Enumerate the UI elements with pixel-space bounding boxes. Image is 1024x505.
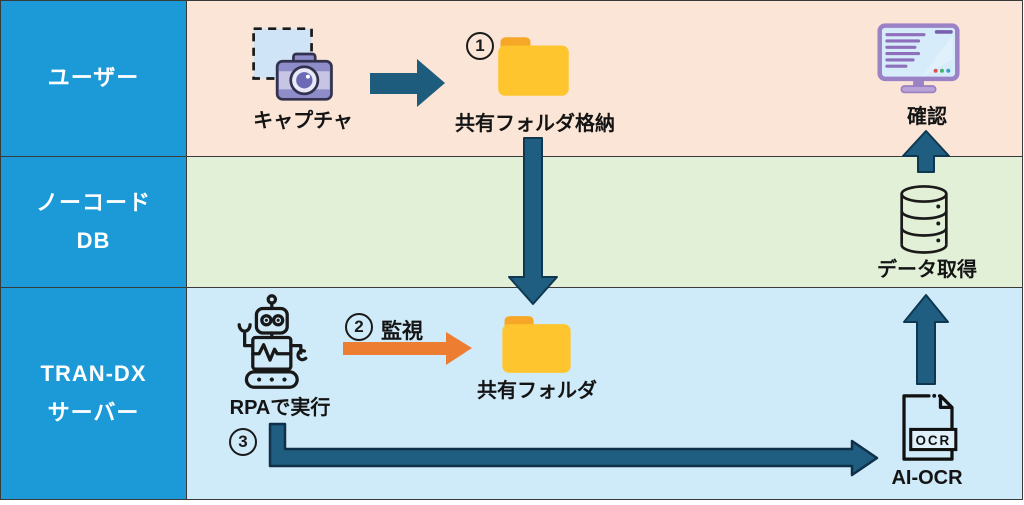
step-1-number: 1 [475,36,485,55]
lane-header-user-label: ユーザー [47,65,140,91]
lane-band-nocode-db [186,155,1023,289]
folder-store-label: 共有フォルダ格納 [455,113,615,135]
lane-header-nocode-line2: DB [76,228,111,253]
folder-icon [498,37,569,96]
lane-header-trandx-line2: サーバー [47,399,140,425]
lane-header-user: ユーザー [0,0,187,157]
confirm-label: 確認 [907,106,947,128]
screen-capture-camera-icon [252,27,333,101]
lane-header-nocode-db: ノーコード DB [0,155,187,289]
lane-header-nocode-line1: ノーコード [35,189,151,215]
data-fetch-label: データ取得 [877,259,977,281]
step-1-badge: 1 [466,32,494,60]
step-3-number: 3 [238,432,248,451]
ai-ocr-label: AI-OCR [891,467,963,489]
step-2-number: 2 [354,317,364,336]
watch-label: 監視 [381,320,423,343]
lane-header-trandx-line1: TRAN-DX [40,361,147,386]
database-icon [900,185,948,254]
ocr-badge-text: OCR [915,433,951,448]
step-2-badge: 2 [345,313,373,341]
rpa-robot-icon [237,294,308,389]
capture-label: キャプチャ [253,110,353,132]
ocr-document-icon: OCR [902,393,958,461]
rpa-label: RPAで実行 [229,397,331,419]
folder-icon [502,316,571,373]
folder-shared-label: 共有フォルダ [477,380,597,402]
monitor-icon [877,23,960,94]
lane-header-trandx-server: TRAN-DX サーバー [0,287,187,500]
step-3-badge: 3 [229,428,257,456]
